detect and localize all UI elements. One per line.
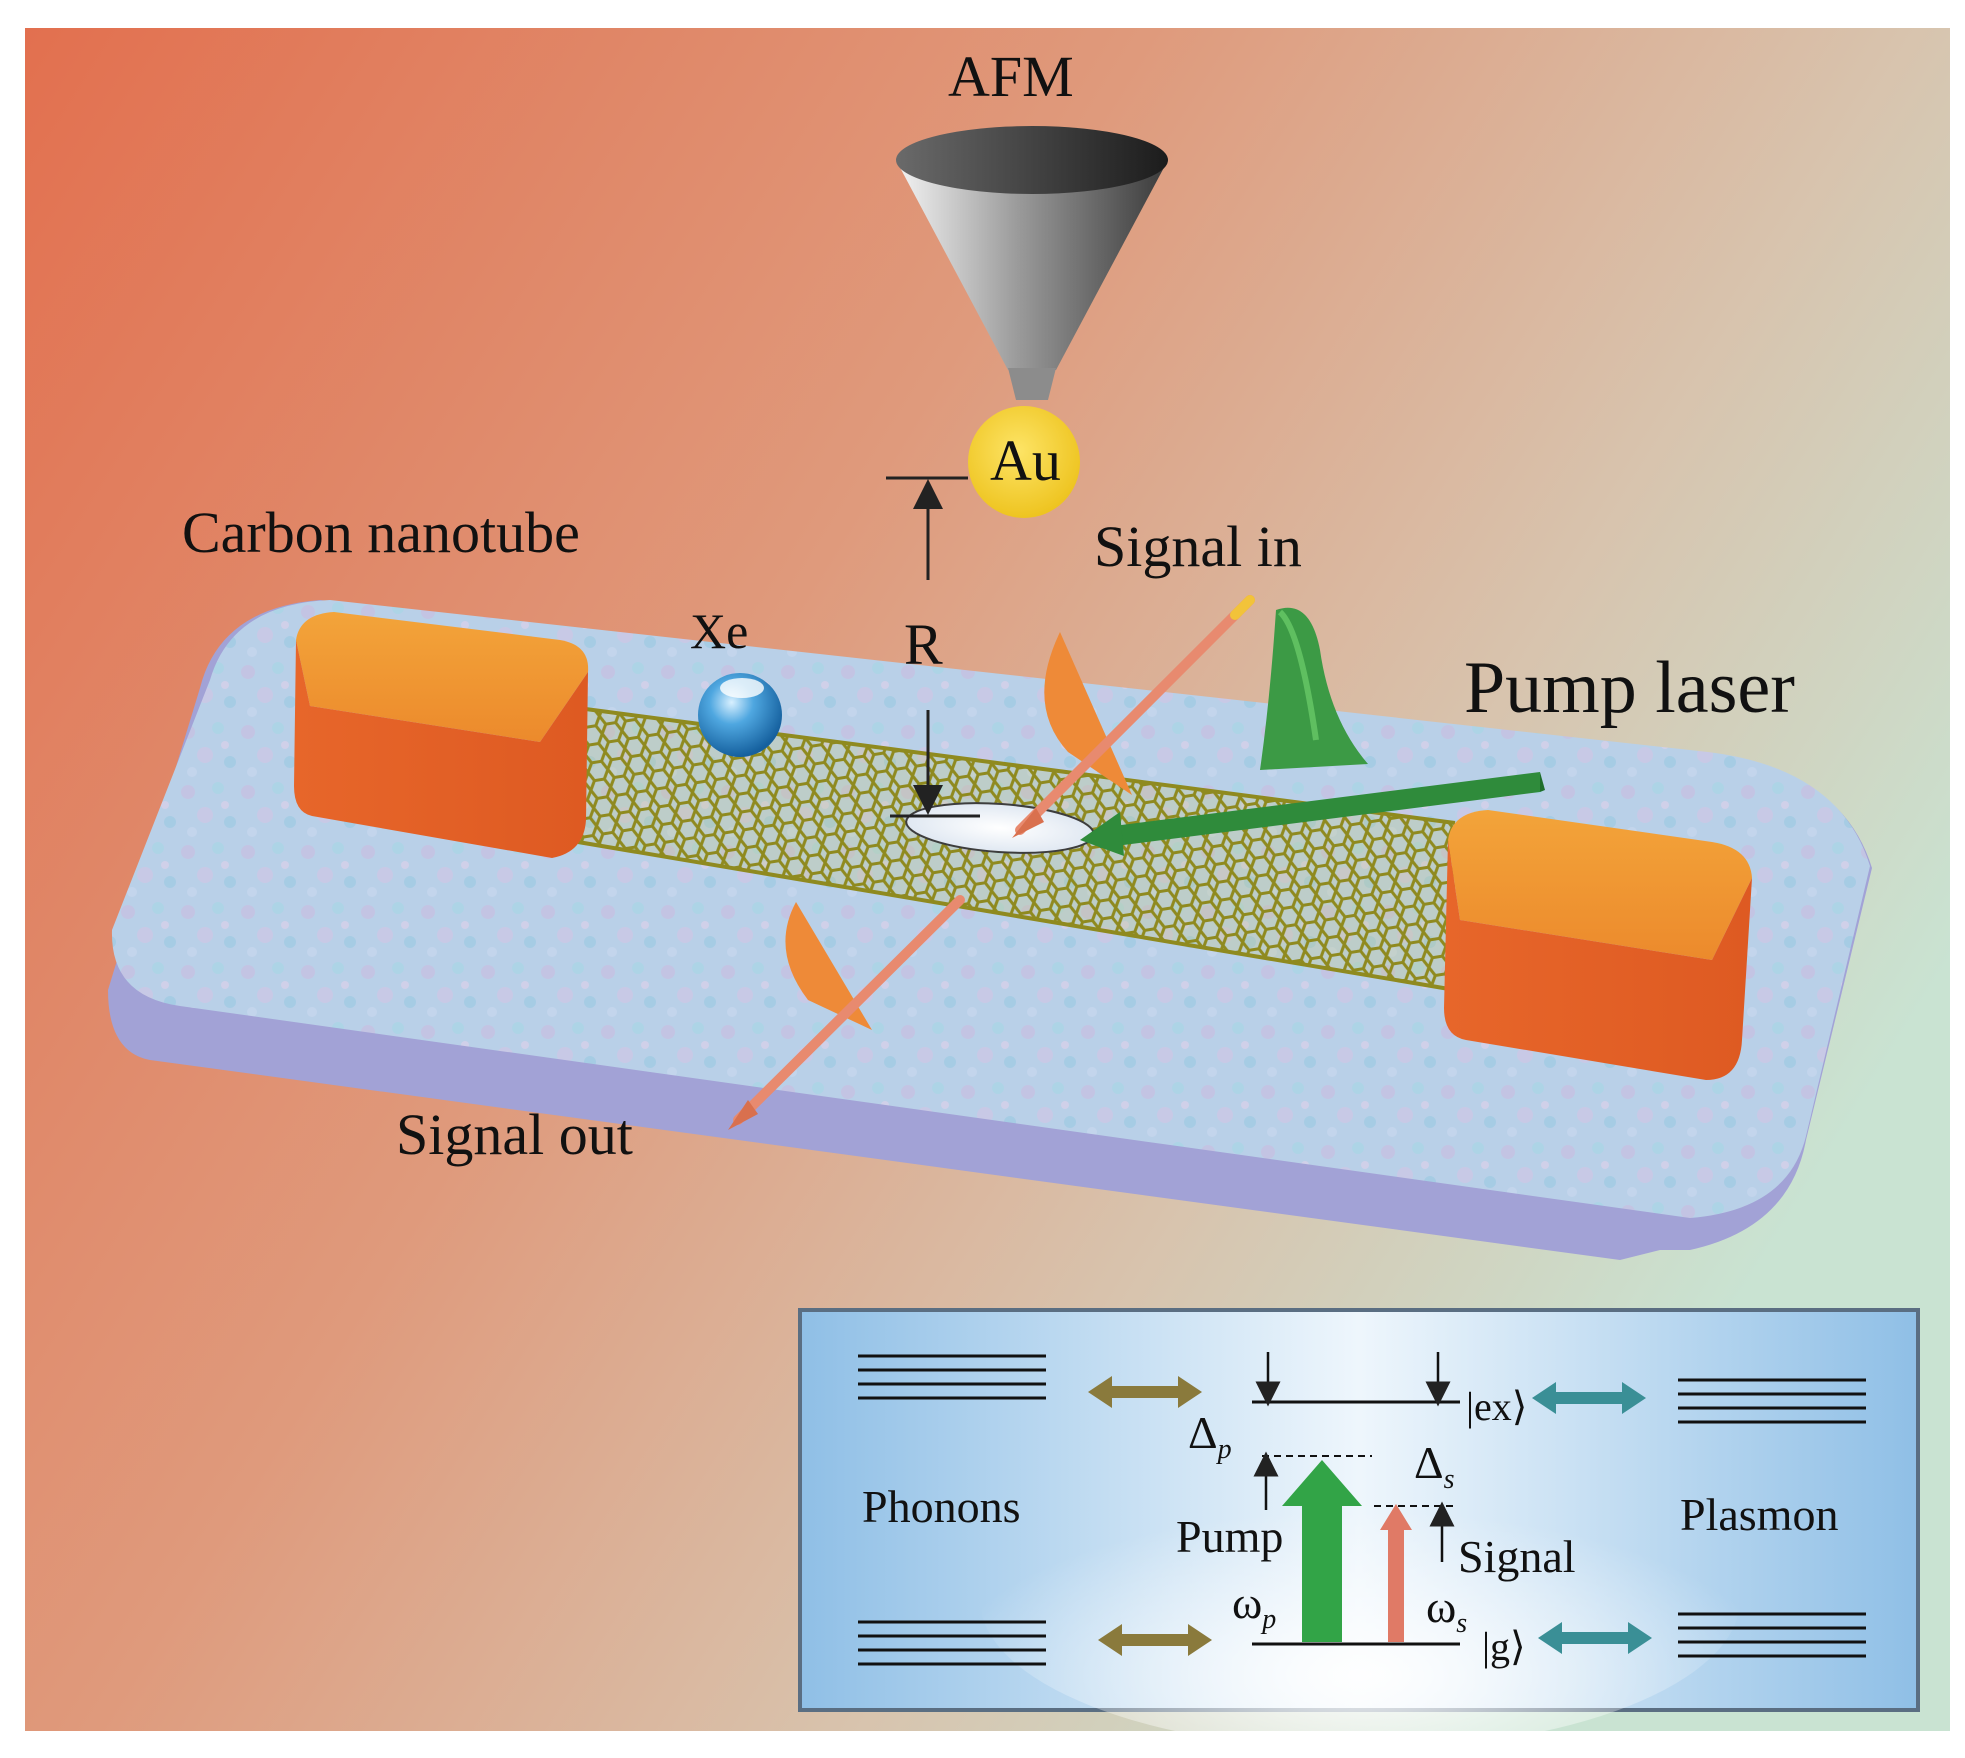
phonon-levels-top [858,1354,1046,1400]
omega-s-label: ωs [1426,1581,1467,1639]
signal-out-arrow-icon [728,895,965,1130]
signal-out-label: Signal out [396,1102,633,1167]
r-label: R [904,612,943,677]
afm-label: AFM [948,44,1074,109]
phonons-label: Phonons [862,1481,1020,1532]
omega-p-label: ωp [1232,1577,1276,1635]
pump-transition-arrow-icon [1282,1460,1362,1642]
afm-tip-icon [896,126,1168,400]
pump-laser-arrow-icon [1080,607,1545,856]
delta-s-label: Δs [1414,1437,1455,1495]
signal-label: Signal [1458,1531,1576,1582]
xe-label: Xe [690,603,748,659]
right-electrode [1444,810,1752,1080]
ground-state-label: |g⟩ [1482,1624,1526,1669]
plasmon-label: Plasmon [1680,1489,1838,1540]
pump-label: Pump [1176,1511,1283,1562]
phonon-levels-bottom [858,1620,1046,1666]
plasmon-coupling-arrow-top-icon [1532,1382,1646,1414]
pump-laser-label: Pump laser [1464,647,1795,729]
delta-p-label: Δp [1188,1407,1232,1465]
signal-transition-arrow-icon [1380,1504,1412,1642]
signal-in-label: Signal in [1094,514,1302,579]
plasmon-levels-bottom [1678,1612,1866,1658]
au-sphere [968,406,1080,518]
phonon-coupling-arrow-bottom-icon [1098,1624,1212,1656]
excited-state-label: |ex⟩ [1466,1384,1527,1429]
energy-level-inset: Phonons Plasmon |ex⟩ |g⟩ Δp Δs Pump Sign… [798,1308,1920,1750]
phonon-coupling-arrow-top-icon [1088,1376,1202,1408]
au-label: Au [990,428,1061,493]
plasmon-levels-top [1678,1378,1866,1424]
signal-in-arrow-icon [1012,595,1255,838]
left-electrode [294,612,589,858]
plasmon-coupling-arrow-bottom-icon [1538,1622,1652,1654]
carbon-nanotube-label: Carbon nanotube [182,500,580,565]
distance-r-indicator [886,476,980,818]
xe-atom [698,673,782,757]
